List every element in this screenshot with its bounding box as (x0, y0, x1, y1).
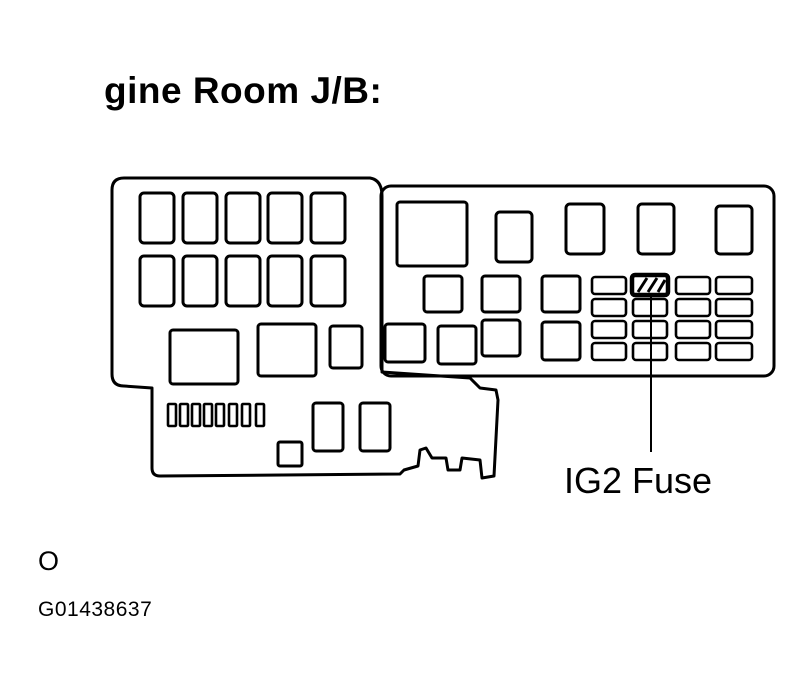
relay-block (168, 328, 240, 386)
relay-slot (224, 254, 262, 308)
mini-fuse (190, 402, 202, 428)
relay-slot (266, 191, 304, 245)
relay-slot (714, 204, 754, 256)
fuse (714, 297, 754, 318)
relay-slot (309, 254, 347, 308)
relay-slot (138, 191, 176, 245)
fuse (590, 297, 628, 318)
relay-slot (181, 191, 219, 245)
mini-fuse (178, 402, 190, 428)
fuse-block (383, 322, 427, 364)
relay-slot (181, 254, 219, 308)
hatch-line (646, 277, 659, 293)
relay-slot (358, 401, 392, 453)
mini-fuse (240, 402, 252, 428)
fuse-block (436, 324, 478, 366)
mini-fuse (166, 402, 178, 428)
mini-fuse (227, 402, 239, 428)
fuse (674, 319, 712, 340)
fuse (714, 341, 754, 362)
relay-block (395, 200, 469, 268)
hatch-line (636, 277, 649, 293)
mini-fuse (254, 402, 266, 428)
relay-block (328, 324, 364, 370)
fuse (674, 297, 712, 318)
relay-slot (564, 202, 606, 256)
fuse-block (480, 318, 522, 358)
fuse-block (540, 320, 582, 362)
fuse (674, 341, 712, 362)
relay-block (256, 322, 318, 378)
fuse-block (540, 274, 582, 314)
fuse (590, 341, 628, 362)
fuse-grid (590, 275, 754, 362)
relay-slot (224, 191, 262, 245)
corner-mark: O (38, 546, 60, 576)
fuse (714, 275, 754, 296)
small-block (276, 440, 304, 468)
diagram-title: gine Room J/B: (104, 70, 383, 111)
hatch-line (656, 279, 667, 293)
fuse-block (480, 274, 522, 314)
relay-slot (266, 254, 304, 308)
fuse-block (422, 274, 464, 314)
fuse (590, 319, 628, 340)
relay-slot (494, 210, 534, 264)
fuse (590, 275, 628, 296)
mini-fuse (214, 402, 226, 428)
relay-slot (138, 254, 176, 308)
ig2-fuse-label: IG2 Fuse (564, 460, 713, 501)
fuse (674, 275, 712, 296)
ig2-fuse-highlight (629, 272, 671, 298)
relay-slot (636, 202, 676, 256)
left-housing-outline (110, 176, 500, 480)
relay-slot (311, 401, 345, 453)
relay-slot (309, 191, 347, 245)
fuse (714, 319, 754, 340)
right-housing-outline (379, 184, 776, 378)
mini-fuse (202, 402, 214, 428)
figure-id: G01438637 (38, 598, 153, 621)
